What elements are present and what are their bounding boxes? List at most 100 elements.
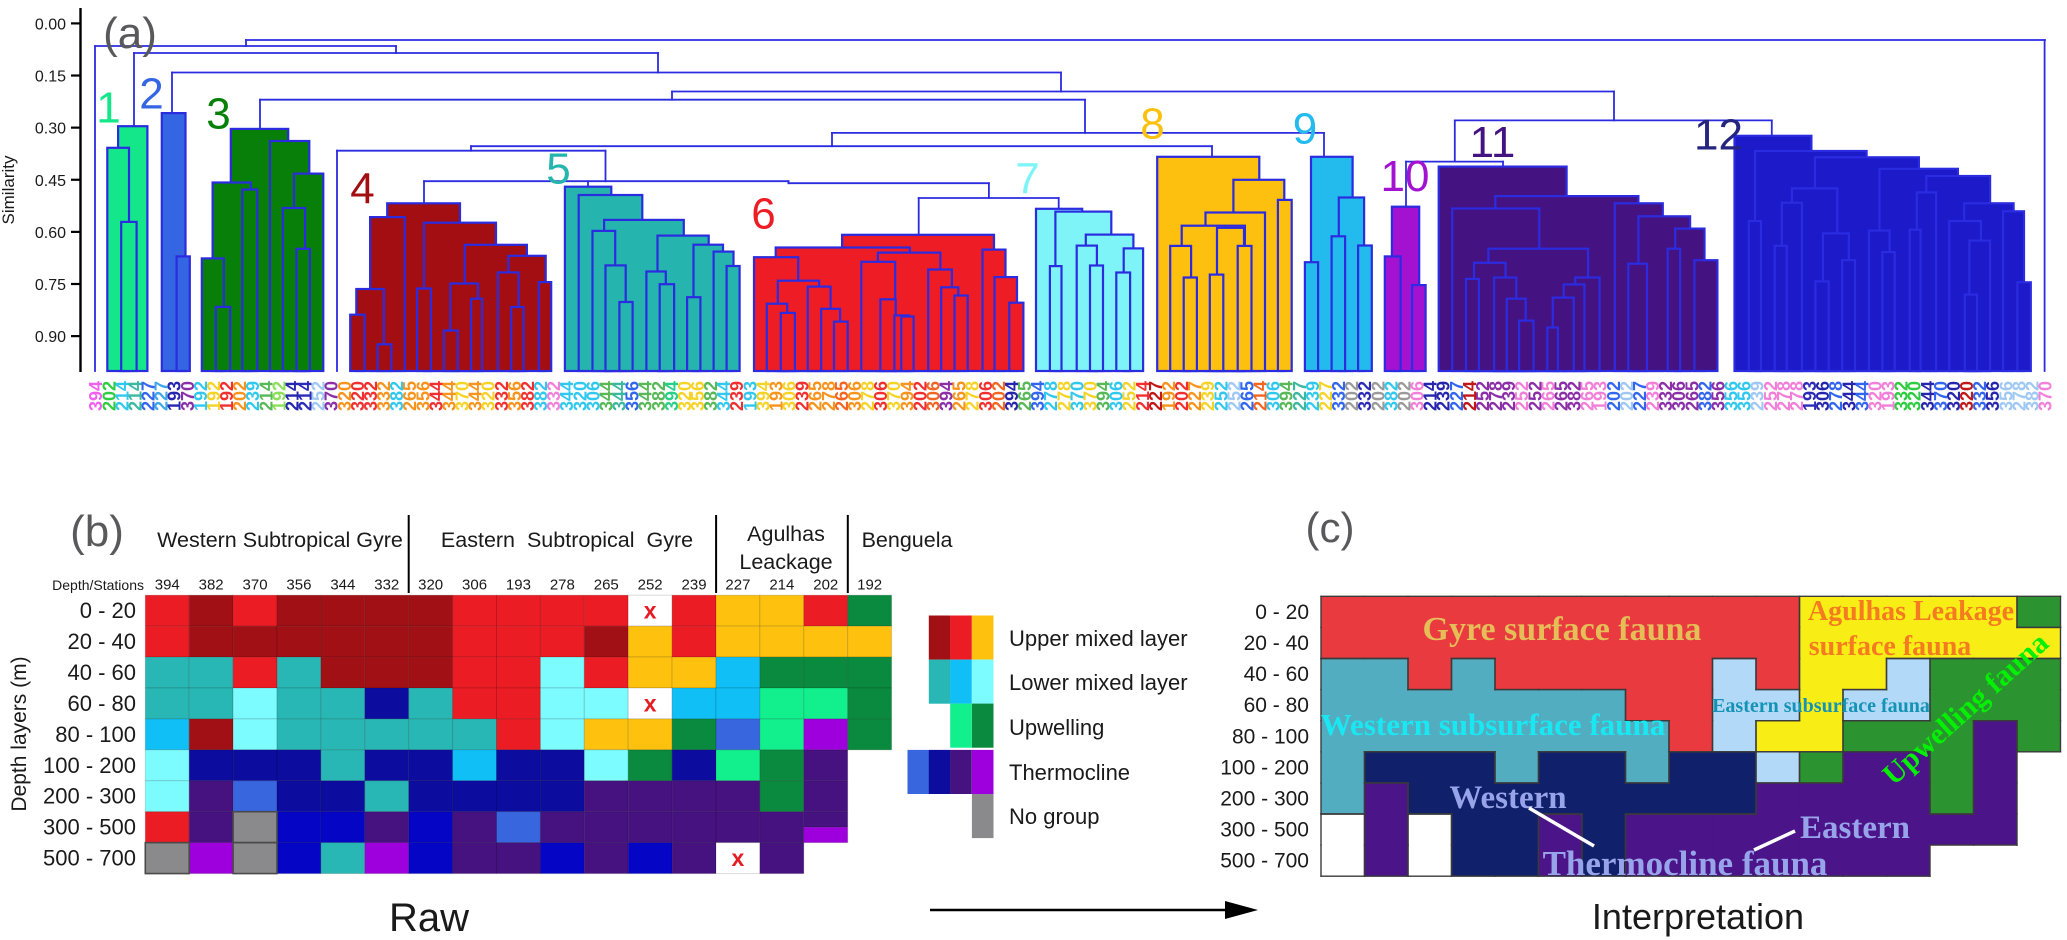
svg-text:300 - 500: 300 - 500 [43, 815, 136, 840]
svg-text:382: 382 [1565, 381, 1585, 411]
svg-text:193: 193 [1591, 381, 1611, 411]
svg-text:0 - 20: 0 - 20 [80, 598, 136, 623]
svg-text:344: 344 [439, 381, 459, 411]
svg-text:10: 10 [1381, 152, 1430, 201]
svg-text:Gyre surface fauna: Gyre surface fauna [1423, 611, 1702, 648]
svg-text:100 - 200: 100 - 200 [1220, 756, 1309, 779]
svg-text:394: 394 [155, 577, 180, 594]
svg-text:Upper mixed layer: Upper mixed layer [1009, 626, 1188, 651]
svg-text:320: 320 [1865, 381, 1885, 411]
svg-text:265: 265 [806, 381, 826, 411]
svg-text:Eastern: Eastern [1800, 810, 1910, 846]
svg-text:306: 306 [1813, 381, 1833, 411]
svg-text:344: 344 [636, 381, 656, 411]
svg-text:344: 344 [557, 381, 577, 411]
svg-text:239: 239 [1499, 381, 1519, 411]
svg-text:370: 370 [1931, 381, 1951, 411]
svg-text:20 - 40: 20 - 40 [1244, 632, 1309, 655]
svg-text:2: 2 [139, 70, 163, 119]
svg-text:300 - 500: 300 - 500 [1220, 819, 1309, 842]
svg-text:320: 320 [335, 381, 355, 411]
svg-text:Leackage: Leackage [739, 550, 832, 574]
svg-text:0.75: 0.75 [35, 277, 66, 294]
svg-text:382: 382 [701, 381, 721, 411]
svg-text:278: 278 [1041, 381, 1061, 411]
svg-text:60 - 80: 60 - 80 [68, 691, 137, 716]
svg-text:227: 227 [1290, 381, 1310, 411]
svg-text:239: 239 [1748, 381, 1768, 411]
svg-text:306: 306 [1107, 381, 1127, 411]
svg-text:332: 332 [492, 381, 512, 411]
svg-text:214: 214 [769, 577, 794, 594]
svg-text:344: 344 [426, 381, 446, 411]
svg-text:Thermocline: Thermocline [1009, 760, 1130, 785]
svg-text:202: 202 [99, 381, 119, 411]
svg-text:278: 278 [2009, 381, 2029, 411]
svg-text:x: x [644, 598, 657, 624]
svg-text:306: 306 [923, 381, 943, 411]
svg-text:394: 394 [1002, 381, 1022, 411]
svg-text:Raw: Raw [389, 896, 469, 940]
svg-text:370: 370 [2036, 381, 2056, 411]
svg-text:332: 332 [374, 577, 399, 594]
svg-text:Thermocline fauna: Thermocline fauna [1543, 844, 1828, 883]
svg-text:40 - 60: 40 - 60 [1244, 663, 1309, 686]
svg-text:192: 192 [217, 381, 237, 411]
svg-text:Depth layers (m): Depth layers (m) [8, 656, 31, 811]
svg-text:x: x [644, 690, 657, 716]
svg-text:214: 214 [1421, 381, 1441, 411]
svg-text:(b): (b) [70, 507, 124, 556]
svg-text:382: 382 [1695, 381, 1715, 411]
svg-text:252: 252 [1525, 381, 1545, 411]
svg-text:8: 8 [1140, 100, 1164, 149]
svg-text:344: 344 [596, 381, 616, 411]
svg-text:252: 252 [1120, 381, 1140, 411]
svg-text:193: 193 [165, 381, 185, 411]
svg-text:193: 193 [506, 577, 531, 594]
svg-text:265: 265 [1015, 381, 1035, 411]
svg-text:370: 370 [453, 381, 473, 411]
svg-text:80 - 100: 80 - 100 [1232, 725, 1309, 748]
svg-text:306: 306 [462, 577, 487, 594]
svg-text:252: 252 [1473, 381, 1493, 411]
svg-text:252: 252 [309, 381, 329, 411]
svg-text:356: 356 [286, 577, 311, 594]
svg-text:192: 192 [269, 381, 289, 411]
svg-text:239: 239 [793, 381, 813, 411]
svg-text:332: 332 [1329, 381, 1349, 411]
svg-text:Benguela: Benguela [862, 528, 953, 552]
svg-text:500 - 700: 500 - 700 [1220, 850, 1309, 873]
svg-text:382: 382 [649, 381, 669, 411]
svg-text:344: 344 [1839, 381, 1859, 411]
svg-text:202: 202 [1172, 381, 1192, 411]
svg-text:Similarity: Similarity [0, 155, 18, 224]
svg-text:0.90: 0.90 [35, 329, 66, 346]
svg-text:227: 227 [139, 381, 159, 411]
svg-text:265: 265 [1538, 381, 1558, 411]
svg-text:Western: Western [1449, 780, 1566, 816]
svg-text:306: 306 [1264, 381, 1284, 411]
svg-text:356: 356 [1735, 381, 1755, 411]
svg-text:320: 320 [418, 577, 443, 594]
svg-text:192: 192 [204, 381, 224, 411]
svg-text:394: 394 [753, 381, 773, 411]
svg-text:278: 278 [1826, 381, 1846, 411]
svg-text:344: 344 [1918, 381, 1938, 411]
svg-text:193: 193 [1879, 381, 1899, 411]
svg-text:227: 227 [1316, 381, 1336, 411]
svg-text:11: 11 [1470, 118, 1516, 167]
svg-text:239: 239 [682, 577, 707, 594]
svg-text:202: 202 [1394, 381, 1414, 411]
svg-text:227: 227 [1630, 381, 1650, 411]
svg-text:x: x [732, 845, 745, 871]
svg-text:200 - 300: 200 - 300 [43, 784, 136, 809]
svg-text:214: 214 [282, 381, 302, 411]
svg-text:193: 193 [740, 381, 760, 411]
svg-text:192: 192 [1159, 381, 1179, 411]
svg-text:227: 227 [1146, 381, 1166, 411]
svg-text:332: 332 [1970, 381, 1990, 411]
svg-text:356: 356 [1722, 381, 1742, 411]
svg-text:Eastern subsurface fauna: Eastern subsurface fauna [1712, 695, 1930, 717]
svg-text:265: 265 [950, 381, 970, 411]
svg-text:227: 227 [1447, 381, 1467, 411]
